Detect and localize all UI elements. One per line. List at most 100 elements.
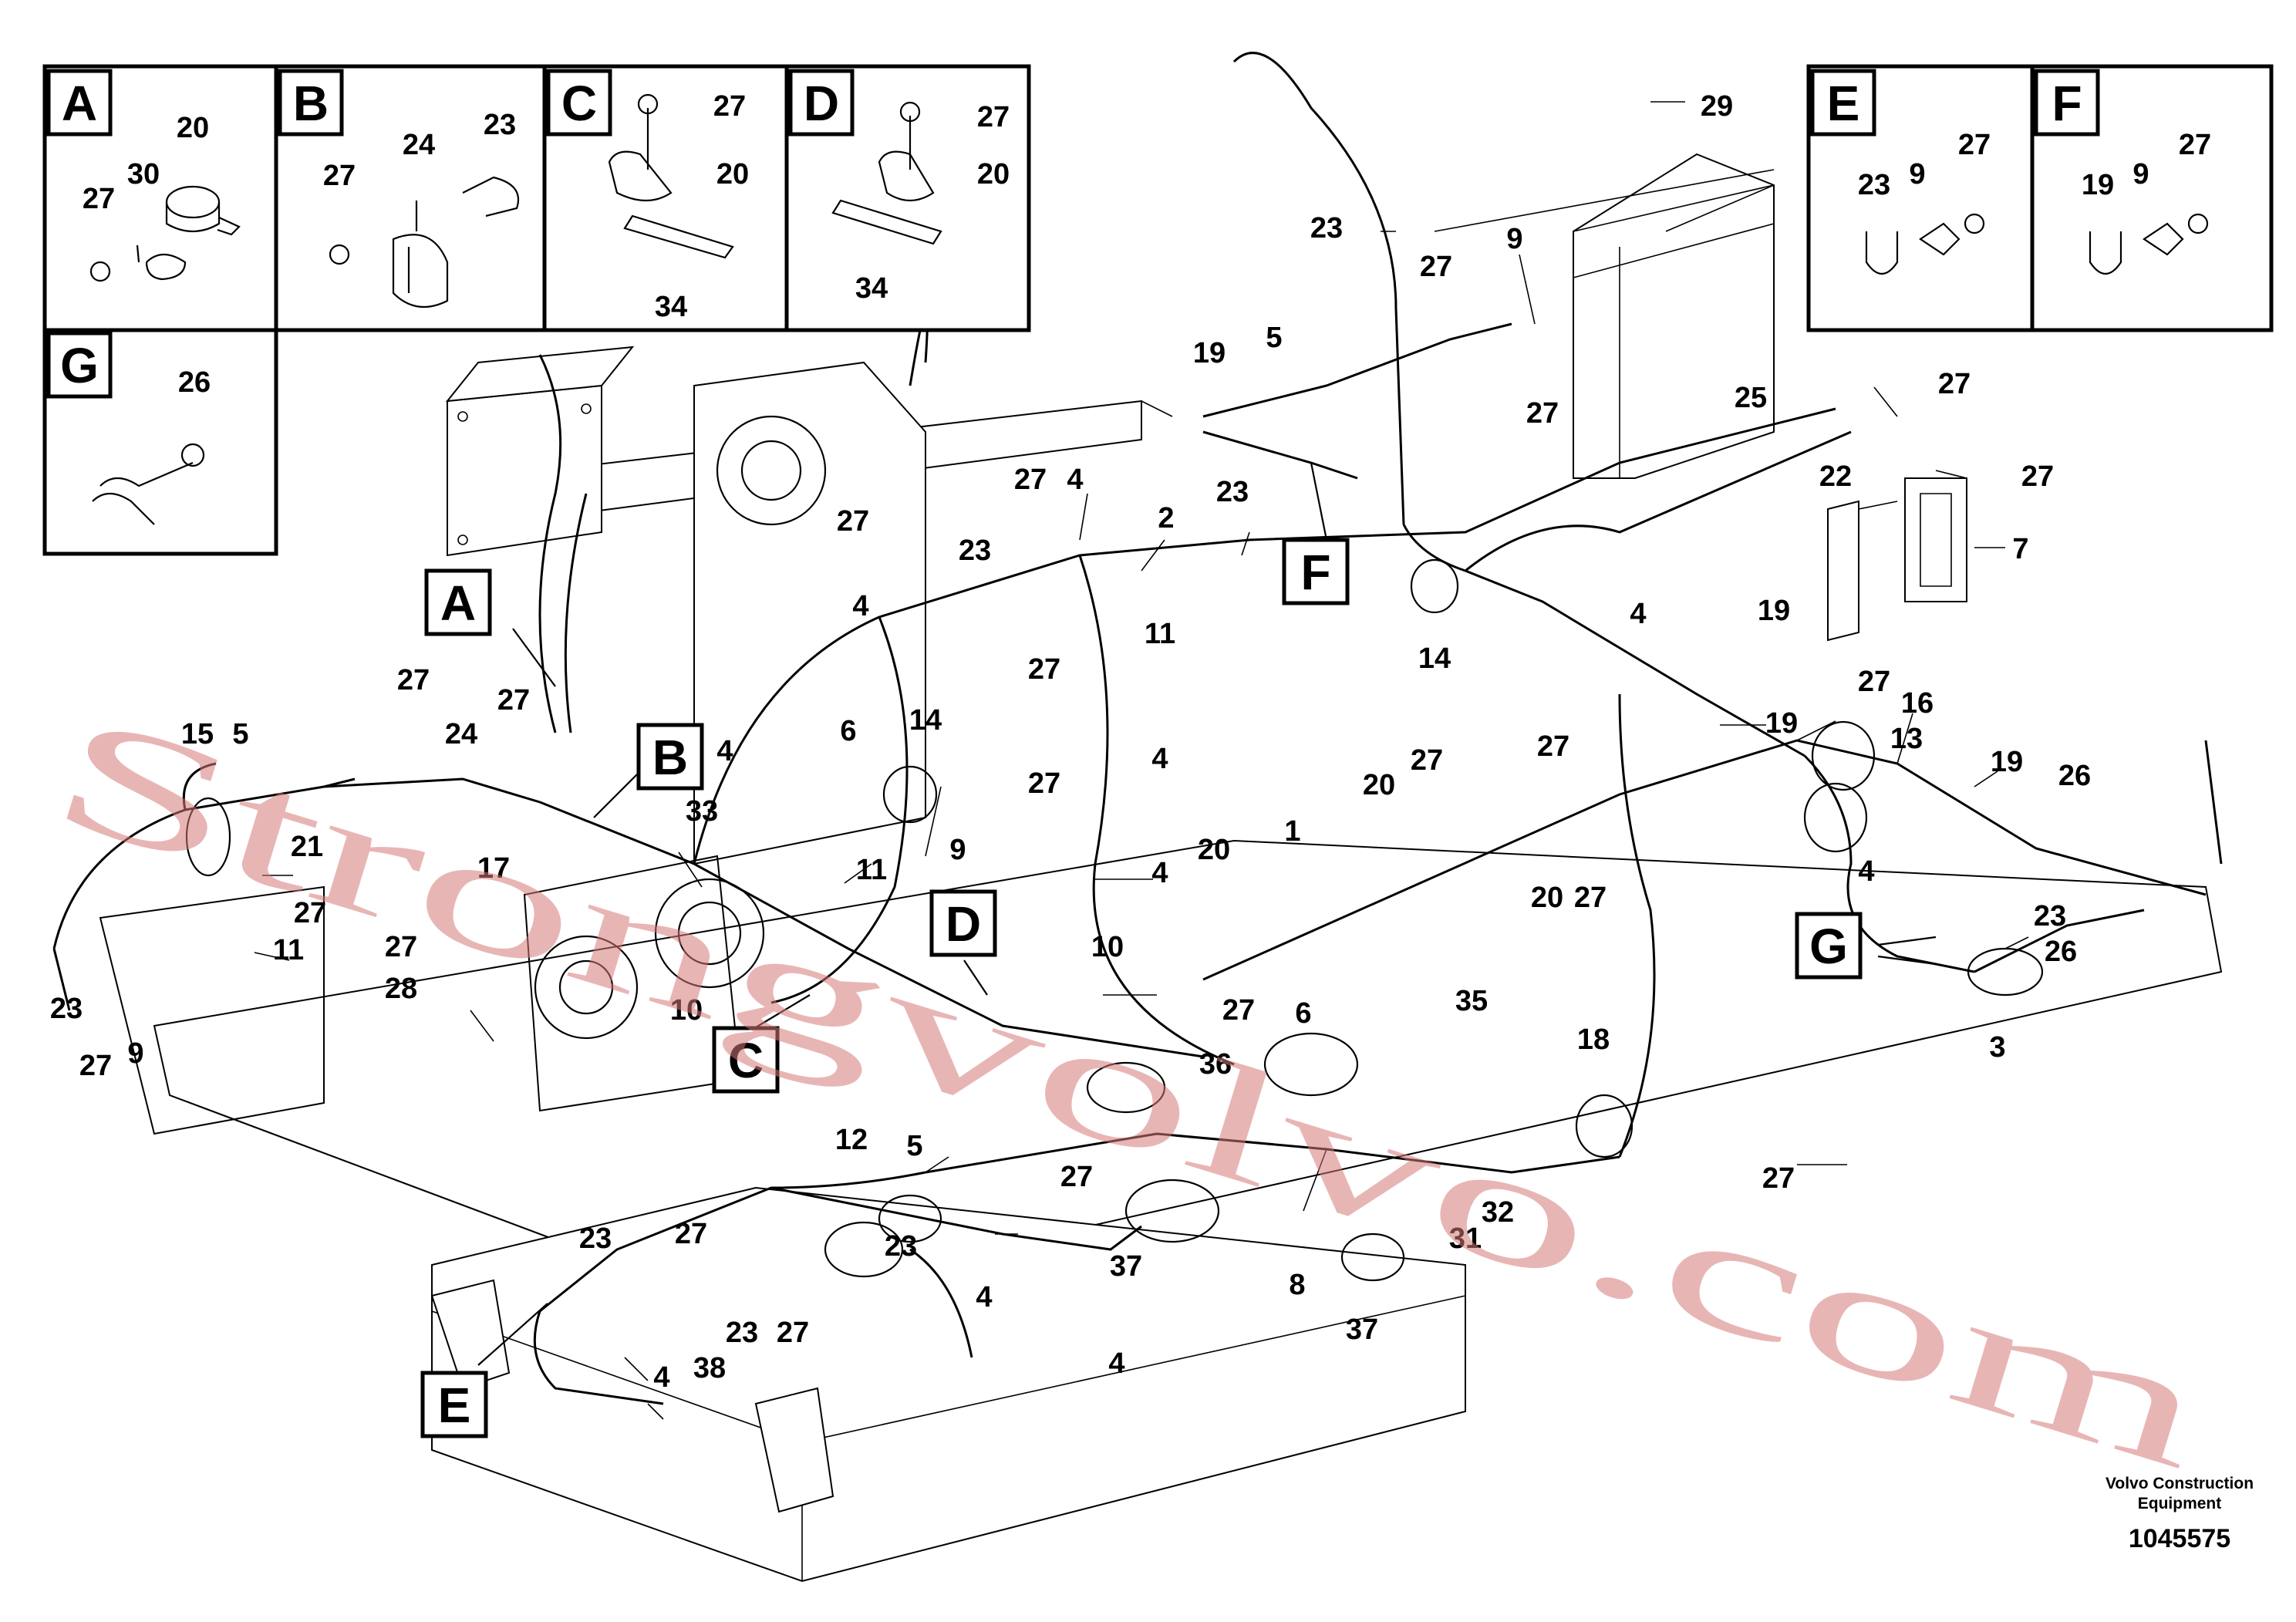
clamp-g-drawing (92, 443, 205, 525)
part-label: 20 (1198, 834, 1230, 866)
leader-lines (254, 101, 2029, 1420)
part-label: 22 (1819, 460, 1852, 493)
panel-c-label-27: 27 (713, 90, 746, 123)
part-label: 35 (1455, 985, 1488, 1017)
panel-b-label-23: 23 (484, 109, 516, 141)
panel-b-label-24: 24 (403, 129, 435, 161)
panel-c-label-20: 20 (716, 158, 749, 191)
part-label: 23 (1310, 212, 1343, 244)
part-label: 24 (445, 718, 477, 750)
part-label: 27 (294, 897, 326, 929)
machine-frame-drawing (99, 153, 2223, 1583)
part-label: 6 (1295, 997, 1311, 1030)
part-label: 19 (1991, 746, 2023, 778)
panel-letter-e: E (1827, 76, 1860, 131)
part-label: 27 (1858, 666, 1890, 698)
panel-b-label-27: 27 (323, 160, 356, 192)
part-label: 1 (1284, 815, 1300, 848)
part-label: 31 (1449, 1222, 1482, 1255)
clamp-d-drawing (831, 101, 942, 245)
part-label: 27 (837, 505, 869, 538)
detail-panels: A B C D G E F 20 27 30 24 23 27 (42, 64, 2274, 556)
part-label: 16 (1901, 687, 1934, 720)
part-label: 15 (181, 718, 214, 750)
part-label: 26 (2045, 936, 2077, 968)
manufacturer-line-1: Volvo Construction (2106, 1475, 2254, 1492)
part-label: 10 (1091, 931, 1124, 963)
part-label: 4 (1151, 857, 1168, 889)
part-label: 19 (1765, 707, 1798, 740)
panel-a-label-30: 30 (127, 158, 160, 191)
part-label: 27 (675, 1218, 707, 1250)
panel-letter-a: A (62, 76, 97, 131)
callout-d: D (946, 896, 981, 952)
part-label: 23 (2034, 900, 2066, 932)
clamp-b-drawing (329, 176, 520, 309)
panel-letter-c: C (561, 76, 597, 131)
part-label: 6 (840, 715, 856, 747)
part-label: 9 (127, 1037, 143, 1070)
panel-e-label-27: 27 (1958, 129, 1991, 161)
part-label: 27 (385, 931, 417, 963)
manufacturer-line-2: Equipment (2138, 1495, 2222, 1512)
part-label: 27 (777, 1317, 809, 1349)
part-label: 23 (726, 1317, 758, 1349)
part-label: 5 (1266, 322, 1282, 354)
panel-d-label-20: 20 (977, 158, 1010, 191)
part-label: 26 (2058, 760, 2091, 792)
part-label: 27 (1420, 251, 1452, 283)
clamp-c-drawing (608, 93, 734, 259)
part-label: 23 (50, 993, 83, 1025)
part-label: 19 (1193, 337, 1226, 369)
part-label: 23 (959, 534, 991, 567)
part-labels: 29 23 9 27 27 19 5 25 27 22 27 7 27 4 2 … (50, 90, 2091, 1394)
part-label: 4 (1630, 598, 1646, 630)
part-label: 27 (1028, 653, 1060, 686)
panel-e-label-23: 23 (1858, 169, 1890, 201)
part-label: 27 (1762, 1162, 1795, 1195)
part-label: 23 (1216, 476, 1249, 508)
clamp-e-drawing (1865, 213, 1985, 275)
panel-c-label-34: 34 (655, 291, 687, 323)
panel-d-label-27: 27 (977, 101, 1010, 133)
grommet-rings (185, 558, 2044, 1282)
part-label: 18 (1577, 1023, 1610, 1056)
wire-harness-drawing (52, 52, 2223, 1405)
panel-letter-g: G (60, 338, 99, 393)
part-label: 4 (976, 1281, 992, 1313)
part-label: 14 (1418, 642, 1451, 675)
panel-f-label-19: 19 (2082, 169, 2114, 201)
part-label: 20 (1363, 769, 1395, 801)
part-label: 32 (1482, 1196, 1514, 1229)
panel-a-label-27: 27 (83, 183, 115, 215)
callout-c: C (728, 1033, 764, 1088)
callout-g: G (1809, 919, 1848, 974)
part-label: 4 (1151, 743, 1168, 775)
part-label: 27 (497, 684, 530, 717)
part-label: 29 (1701, 90, 1733, 123)
panel-letter-f: F (2052, 76, 2082, 131)
part-label: 27 (79, 1050, 112, 1082)
panel-g-label-26: 26 (178, 366, 211, 399)
part-label: 9 (949, 834, 966, 866)
part-label: 27 (1014, 464, 1047, 496)
part-label: 27 (1938, 368, 1971, 400)
part-label: 4 (852, 590, 868, 622)
callout-f: F (1300, 545, 1330, 600)
footer: Volvo Construction Equipment 1045575 (2106, 1475, 2254, 1553)
part-label: 25 (1735, 382, 1767, 414)
part-label: 3 (1989, 1031, 2005, 1064)
part-label: 10 (670, 994, 703, 1027)
part-label: 37 (1346, 1313, 1378, 1346)
part-label: 11 (1145, 618, 1175, 650)
part-label: 27 (1411, 744, 1443, 777)
part-label: 4 (1108, 1347, 1124, 1380)
part-label: 4 (1858, 855, 1874, 888)
part-label: 11 (856, 854, 887, 886)
part-label: 27 (2021, 460, 2054, 493)
part-label: 20 (1531, 882, 1563, 914)
callout-a: A (440, 575, 476, 631)
part-label: 13 (1890, 723, 1923, 755)
part-label: 4 (1067, 464, 1083, 496)
